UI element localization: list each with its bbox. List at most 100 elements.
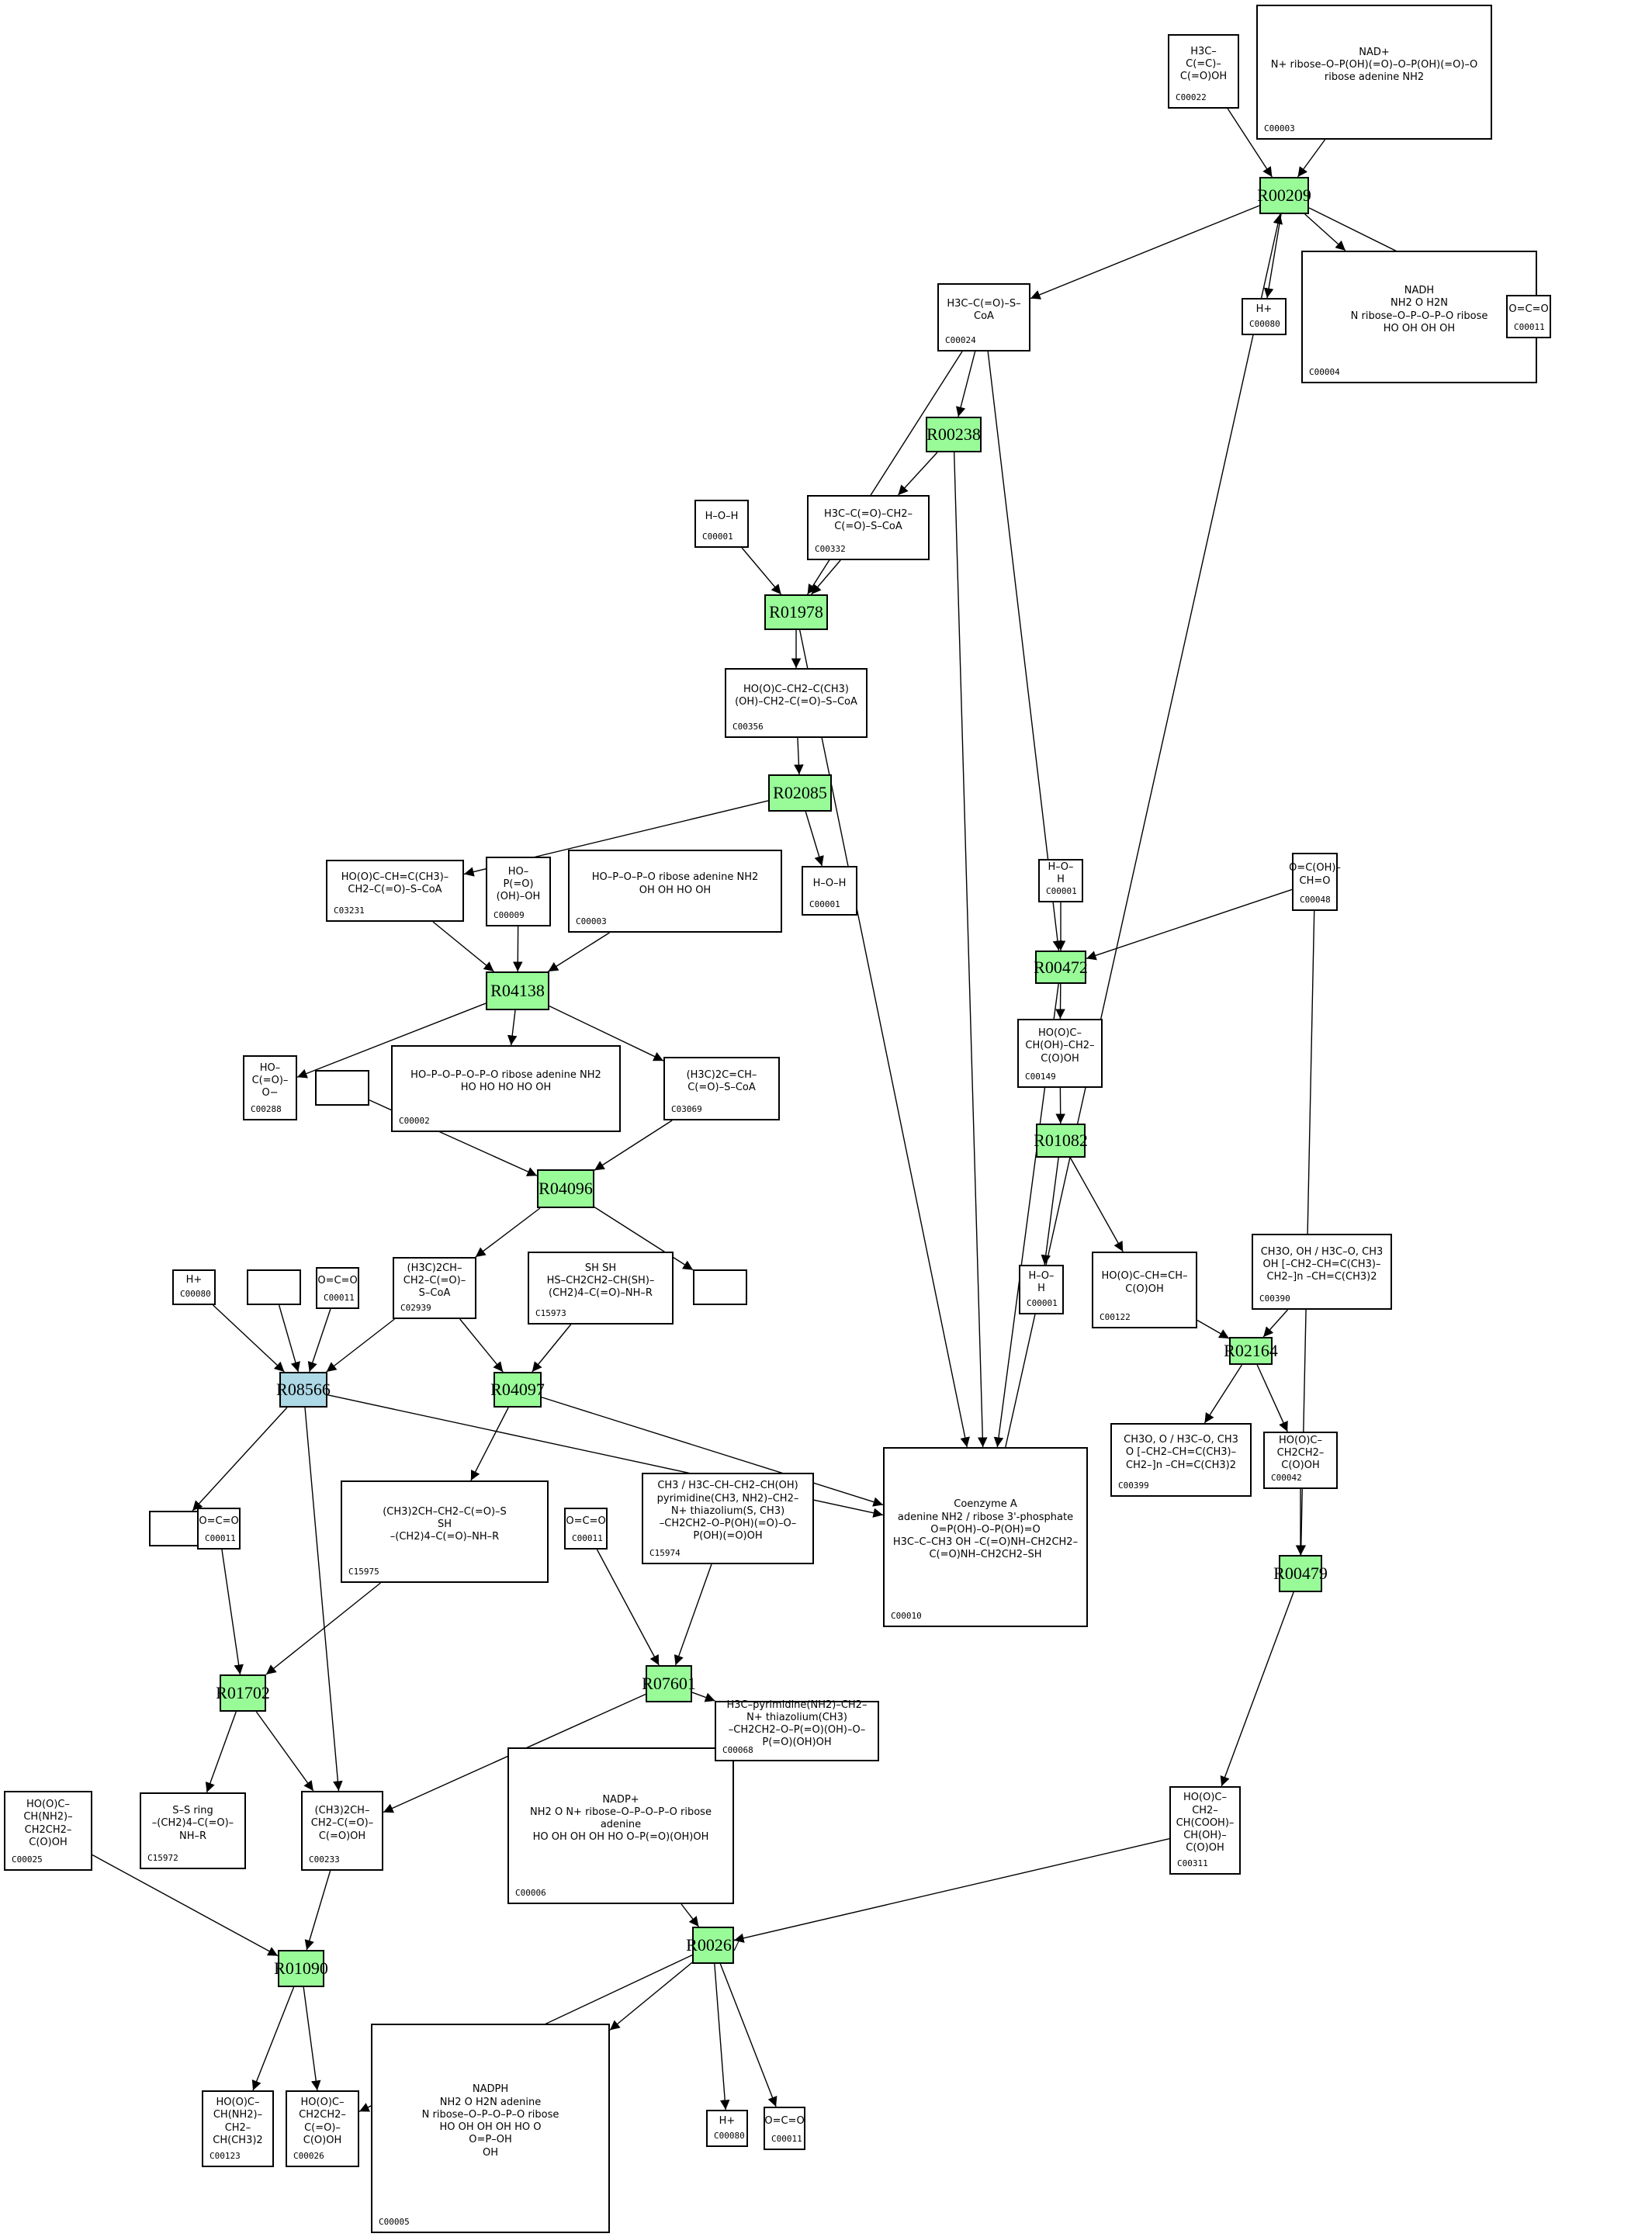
compound-id-label: C15974 xyxy=(649,1548,681,1558)
edge-C00003a-to-R00209 xyxy=(1297,139,1326,178)
reaction-R01978[interactable]: R01978 xyxy=(764,594,828,630)
compound-C00002[interactable]: HO–P–O–P–O–P–O ribose adenine NH2 HO HO … xyxy=(391,1045,621,1132)
reaction-R00479[interactable]: R00479 xyxy=(1273,1555,1328,1592)
reaction-R01702[interactable]: R01702 xyxy=(216,1674,270,1712)
compound-unlabeled[interactable] xyxy=(247,1269,301,1305)
compound-id-label: C02939 xyxy=(400,1303,431,1313)
reaction-R02085[interactable]: R02085 xyxy=(768,774,832,812)
reaction-R04096[interactable]: R04096 xyxy=(537,1169,594,1208)
reaction-R00209[interactable]: R00209 xyxy=(1257,177,1311,214)
compound-C00390[interactable]: CH3O, OH / H3C–O, CH3 OH [–CH2–CH=C(CH3)… xyxy=(1252,1234,1392,1310)
compound-C00003[interactable]: HO–P–O–P–O ribose adenine NH2 OH OH HO O… xyxy=(568,850,782,933)
compound-id-label: C00001 xyxy=(1046,886,1077,896)
compound-C15974[interactable]: CH3 / H3C–CH–CH2–CH(OH) pyrimidine(CH3, … xyxy=(642,1473,814,1564)
compound-C00080[interactable]: H+C00080 xyxy=(1242,298,1287,335)
edge-R00267-to-C00080c xyxy=(714,1963,730,2111)
compound-C15973[interactable]: SH SH HS–CH2CH2–CH(SH)–(CH2)4–C(=O)–NH–R… xyxy=(528,1252,674,1325)
edge-C00311-to-R00267 xyxy=(733,1838,1170,1943)
compound-C00080[interactable]: H+C00080 xyxy=(172,1269,216,1305)
edge-C03231-to-R04138 xyxy=(432,921,494,972)
reaction-R04138[interactable]: R04138 xyxy=(486,971,549,1010)
compound-id-label: C00022 xyxy=(1176,92,1207,102)
reaction-R04097[interactable]: R04097 xyxy=(490,1372,545,1408)
reaction-R00267[interactable]: R00267 xyxy=(686,1927,740,1964)
edge-C15975-to-R01702 xyxy=(265,1582,381,1675)
structure-formula: H–O–H xyxy=(1028,1269,1055,1294)
edge-unk2-to-R08566 xyxy=(278,1304,300,1373)
edge-R00209-to-C00004a xyxy=(1304,213,1346,251)
compound-id-label: C00009 xyxy=(494,910,525,920)
compound-unlabeled[interactable] xyxy=(693,1269,747,1305)
structure-formula: H+ xyxy=(719,2114,736,2127)
structure-formula: O=C=O xyxy=(317,1274,358,1286)
reaction-R07601[interactable]: R07601 xyxy=(642,1665,696,1702)
reaction-R01082[interactable]: R01082 xyxy=(1034,1124,1088,1158)
edge-R04138-to-C00002 xyxy=(507,1009,518,1046)
compound-id-label: C00149 xyxy=(1025,1072,1056,1082)
compound-id-label: C00002 xyxy=(399,1116,430,1126)
edge-R04097-to-C15975 xyxy=(470,1407,509,1481)
structure-formula: HO–P–O–P–O ribose adenine NH2 OH OH HO O… xyxy=(591,871,759,896)
compound-unlabeled[interactable] xyxy=(315,1070,369,1106)
reaction-R08566[interactable]: R08566 xyxy=(276,1372,331,1408)
reaction-R02164[interactable]: R02164 xyxy=(1224,1337,1278,1365)
structure-formula: S–S ring –(CH2)4–C(=O)–NH–R xyxy=(151,1805,234,1842)
compound-C00010[interactable]: Coenzyme A adenine NH2 / ribose 3'-phosp… xyxy=(883,1447,1088,1627)
edge-R08566-to-unk4 xyxy=(192,1407,288,1512)
compound-C00068[interactable]: H3C–pyrimidine(NH2)–CH2–N+ thiazolium(CH… xyxy=(715,1699,879,1761)
structure-formula: HO(O)C–CH2–C(CH3)(OH)–CH2–C(=O)–S–CoA xyxy=(735,683,857,708)
reaction-R01090[interactable]: R01090 xyxy=(274,1950,328,1987)
compound-id-label: C00123 xyxy=(210,2151,241,2161)
reaction-R00238[interactable]: R00238 xyxy=(926,417,982,452)
compound-C15975[interactable]: (CH3)2CH–CH2–C(=O)–S SH –(CH2)4–C(=O)–NH… xyxy=(341,1480,549,1583)
compound-id-label: C00026 xyxy=(293,2151,324,2161)
structure-formula: CH3O, O / H3C–O, CH3 O [–CH2–CH=C(CH3)–C… xyxy=(1124,1434,1238,1471)
compound-unlabeled[interactable] xyxy=(149,1511,203,1546)
compound-C00004[interactable]: NADH NH2 O H2N N ribose–O–P–O–P–O ribose… xyxy=(1301,251,1537,383)
edge-C00006-to-R00267 xyxy=(681,1903,700,1927)
compound-id-label: C00024 xyxy=(945,335,976,345)
compound-C00080[interactable]: H+C00080 xyxy=(706,2110,748,2147)
compound-id-label: C15973 xyxy=(535,1308,566,1318)
edge-R01702-to-C00233 xyxy=(255,1711,314,1792)
edge-R02164-to-C00399 xyxy=(1204,1364,1243,1424)
edge-C00048-to-R00472 xyxy=(1086,888,1293,961)
compound-C00006[interactable]: NADP+ NH2 O N+ ribose–O–P–O–P–O ribose a… xyxy=(507,1747,734,1904)
reaction-R00472[interactable]: R00472 xyxy=(1034,951,1088,984)
structure-formula: H+ xyxy=(1255,303,1273,315)
compound-C00005[interactable]: NADPH NH2 O H2N adenine N ribose–O–P–O–P… xyxy=(371,2024,610,2233)
compound-id-label: C00399 xyxy=(1118,1480,1149,1491)
edge-C00011c-to-R01702 xyxy=(221,1549,244,1675)
compound-C00399[interactable]: CH3O, O / H3C–O, CH3 O [–CH2–CH=C(CH3)–C… xyxy=(1110,1423,1252,1497)
compound-id-label: C00332 xyxy=(815,544,846,554)
compound-C00288[interactable]: HO–C(=O)–O−C00288 xyxy=(243,1055,297,1120)
compound-C00003[interactable]: NAD+ N+ ribose–O–P(OH)(=O)–O–P(OH)(=O)–O… xyxy=(1256,5,1492,140)
